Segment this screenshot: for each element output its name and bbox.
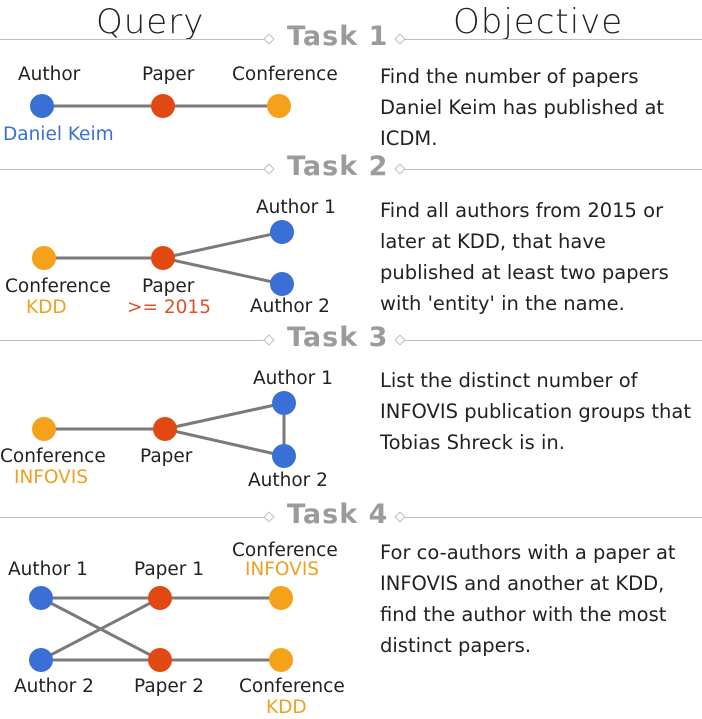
conference1-node xyxy=(269,586,293,610)
task-3-conference-value: INFOVIS xyxy=(14,467,89,488)
edge-author2-paper1 xyxy=(40,596,161,662)
conference2-node xyxy=(269,648,293,672)
task-3-conference-label: Conference xyxy=(0,446,106,467)
author2-node xyxy=(272,444,296,468)
task-1-title: Task 1 xyxy=(287,21,389,52)
task-1-objective: Find the number of papers Daniel Keim ha… xyxy=(380,65,665,150)
task-1-paper-label: Paper xyxy=(142,64,195,85)
task-2-graph xyxy=(32,220,294,296)
edge-paper-author1 xyxy=(162,230,283,260)
task-3-paper-label: Paper xyxy=(140,446,193,467)
task-4-graph xyxy=(29,586,293,672)
task-2-author2-label: Author 2 xyxy=(250,296,330,317)
edge-paper-author2 xyxy=(164,427,285,458)
conference-node xyxy=(267,94,291,118)
query-header: Query xyxy=(96,2,205,42)
task-2-conference-value: KDD xyxy=(26,297,67,318)
author1-node xyxy=(29,586,53,610)
task-4-conference2-label: Conference xyxy=(239,676,345,697)
task-4-conference2-value: KDD xyxy=(266,697,307,718)
paper-node xyxy=(151,94,175,118)
task-3-title: Task 3 xyxy=(287,322,389,353)
author2-node xyxy=(270,272,294,296)
task-1-author-label: Author xyxy=(18,64,81,85)
task-4-objective: For co-authors with a paper at INFOVIS a… xyxy=(380,541,676,657)
paper-node xyxy=(153,417,177,441)
author-node xyxy=(30,94,54,118)
task-4-author2-label: Author 2 xyxy=(14,676,94,697)
task-3-graph xyxy=(32,391,296,468)
task-2-title: Task 2 xyxy=(287,151,389,182)
task-4-title: Task 4 xyxy=(287,499,389,530)
task-4-author1-label: Author 1 xyxy=(8,559,88,580)
task-1-author-value: Daniel Keim xyxy=(3,124,114,145)
task-4-paper2-label: Paper 2 xyxy=(134,676,205,697)
objective-header: Objective xyxy=(453,2,624,42)
task-3-objective: List the distinct number of INFOVIS publ… xyxy=(380,369,691,454)
task-2-author1-label: Author 1 xyxy=(256,197,336,218)
author1-node xyxy=(270,220,294,244)
task-1-conference-label: Conference xyxy=(232,64,338,85)
task-3-author2-label: Author 2 xyxy=(248,470,328,491)
edge-paper-author2 xyxy=(162,256,283,286)
author1-node xyxy=(272,391,296,415)
author2-node xyxy=(29,648,53,672)
conference-node xyxy=(32,417,56,441)
task-3-author1-label: Author 1 xyxy=(253,368,333,389)
paper2-node xyxy=(148,648,172,672)
edge-paper-author1 xyxy=(164,401,285,431)
task-2-paper-label: Paper xyxy=(142,276,195,297)
conference-node xyxy=(32,246,56,270)
paper1-node xyxy=(148,586,172,610)
task-4-conference1-label: Conference xyxy=(232,540,338,561)
task-4-paper1-label: Paper 1 xyxy=(134,559,205,580)
task-4-conference1-value: INFOVIS xyxy=(245,559,320,580)
task-2-paper-value: >= 2015 xyxy=(127,297,211,318)
task-1-graph xyxy=(30,94,291,118)
task-2-conference-label: Conference xyxy=(5,276,111,297)
paper-node xyxy=(151,246,175,270)
task-2-objective: Find all authors from 2015 or later at K… xyxy=(380,199,669,315)
